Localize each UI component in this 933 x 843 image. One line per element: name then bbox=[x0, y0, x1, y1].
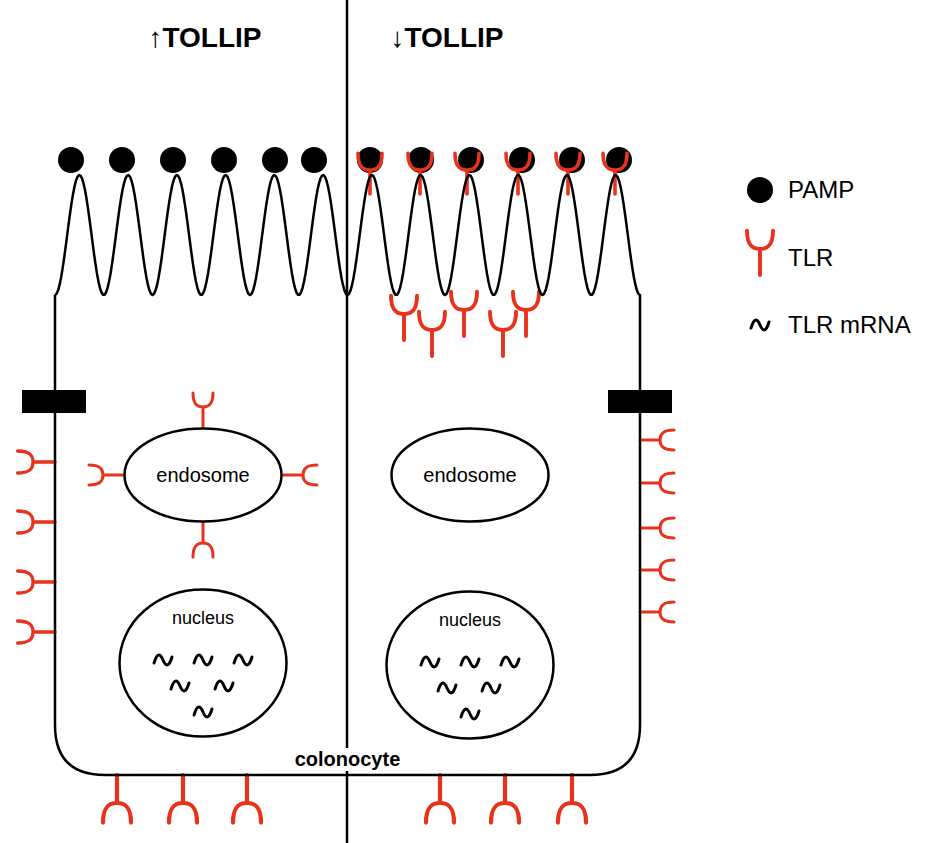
mrna-symbol bbox=[171, 681, 189, 691]
mrna-symbol bbox=[501, 657, 519, 667]
endosome-oval: endosome bbox=[390, 427, 550, 523]
nucleus-label: nucleus bbox=[439, 610, 501, 631]
endosome-label: endosome bbox=[156, 464, 249, 487]
legend-pamp-sample bbox=[747, 177, 773, 203]
legend-mrna-sample bbox=[751, 320, 769, 330]
nucleus-oval: nucleus bbox=[118, 588, 288, 738]
nucleus-oval: nucleus bbox=[385, 590, 555, 740]
mrna-symbol bbox=[461, 657, 479, 667]
legend-text: TLR bbox=[788, 244, 833, 272]
mrna-symbol bbox=[154, 655, 172, 665]
legend-text: TLR mRNA bbox=[788, 311, 911, 339]
legend-text: PAMP bbox=[788, 176, 854, 204]
mrna-symbol bbox=[194, 655, 212, 665]
condition-heading: ↓TOLLIP bbox=[390, 22, 503, 54]
condition-heading: ↑TOLLIP bbox=[148, 22, 261, 54]
endosome-oval: endosome bbox=[123, 427, 283, 523]
nucleus-label: nucleus bbox=[172, 608, 234, 629]
endosome-label: endosome bbox=[423, 464, 516, 487]
mrna-symbol bbox=[234, 655, 252, 665]
mrna-symbol bbox=[215, 681, 233, 691]
mrna-symbol bbox=[482, 683, 500, 693]
tlr-receptors bbox=[18, 153, 674, 822]
mrna-symbol bbox=[194, 707, 212, 717]
mrna-symbol bbox=[461, 709, 479, 719]
cell-label: colonocyte bbox=[292, 748, 404, 771]
pamp-dots bbox=[58, 147, 632, 173]
legend-tlr-sample bbox=[747, 231, 773, 275]
mrna-symbol bbox=[438, 683, 456, 693]
mrna-symbol bbox=[421, 657, 439, 667]
divider-line bbox=[346, 0, 349, 843]
cell-outline: colonocyte endosome nucleus endosome nucleus bbox=[55, 170, 640, 775]
